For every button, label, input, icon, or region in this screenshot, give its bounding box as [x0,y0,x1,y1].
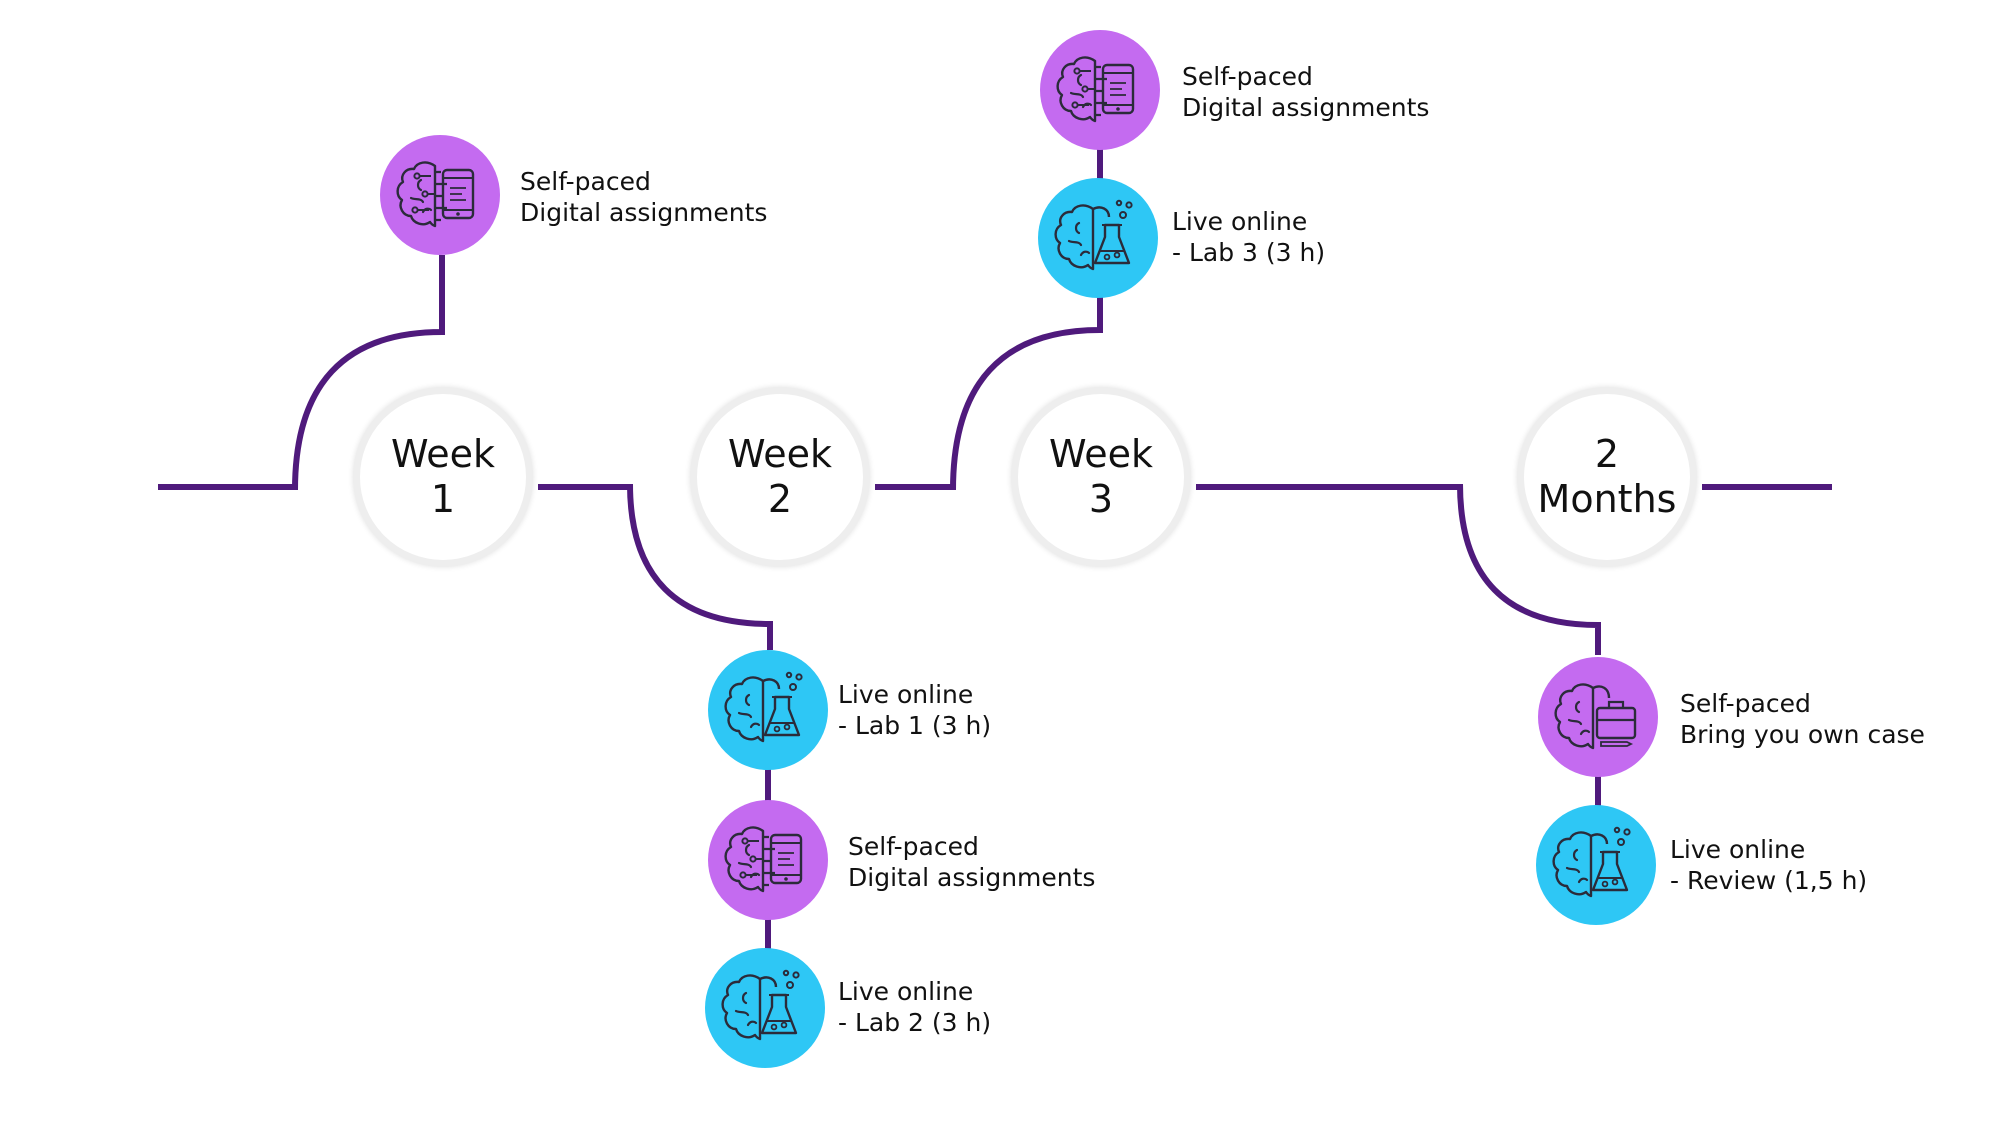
brain-flask-icon [1535,804,1657,926]
brain-tablet-icon [379,134,501,256]
brain-flask-icon [1038,178,1158,298]
milestone-label-line2: 1 [430,477,456,521]
brain-tablet-icon [380,135,500,255]
milestone-2-months: 2 Months [1517,387,1697,567]
brain-tablet-icon [708,800,828,920]
brain-tablet-icon [707,799,829,921]
milestone-label-line2: 3 [1088,477,1114,521]
activity-label: Self-paced Bring you own case [1680,689,1925,749]
milestone-week-2: Week 2 [690,387,870,567]
brain-flask-icon [707,649,829,771]
activity-label: Self-paced Digital assignments [520,167,768,227]
branch-week2-down [627,483,773,650]
activity-label: Self-paced Digital assignments [848,832,1096,892]
brain-briefcase-icon [1537,656,1659,778]
milestone-label-line1: 2 [1594,432,1620,476]
activity-label: Live online - Lab 1 (3 h) [838,680,992,740]
activity-label: Self-paced Digital assignments [1182,62,1430,122]
milestone-week-1: Week 1 [353,387,533,567]
milestone-week-3: Week 3 [1011,387,1191,567]
brain-flask-icon [708,650,828,770]
milestone-label-line2: 2 [767,477,793,521]
branch-week3-up [950,295,1103,491]
activity-label: Live online - Review (1,5 h) [1670,835,1868,895]
brain-tablet-icon [1040,30,1160,150]
milestone-label-line1: Week [727,432,833,476]
branch-months-down [1457,483,1601,655]
brain-flask-icon [704,947,826,1069]
brain-briefcase-icon [1538,657,1658,777]
milestone-label-line1: Week [1048,432,1154,476]
brain-tablet-icon [1039,29,1161,151]
branch-week1-up [292,255,445,491]
brain-flask-icon [1536,805,1656,925]
brain-flask-icon [1037,177,1159,299]
brain-flask-icon [705,948,825,1068]
activity-label: Live online - Lab 3 (3 h) [1172,207,1326,267]
milestone-label-line1: Week [390,432,496,476]
milestone-label-line2: Months [1537,477,1677,521]
activity-label: Live online - Lab 2 (3 h) [838,977,992,1037]
